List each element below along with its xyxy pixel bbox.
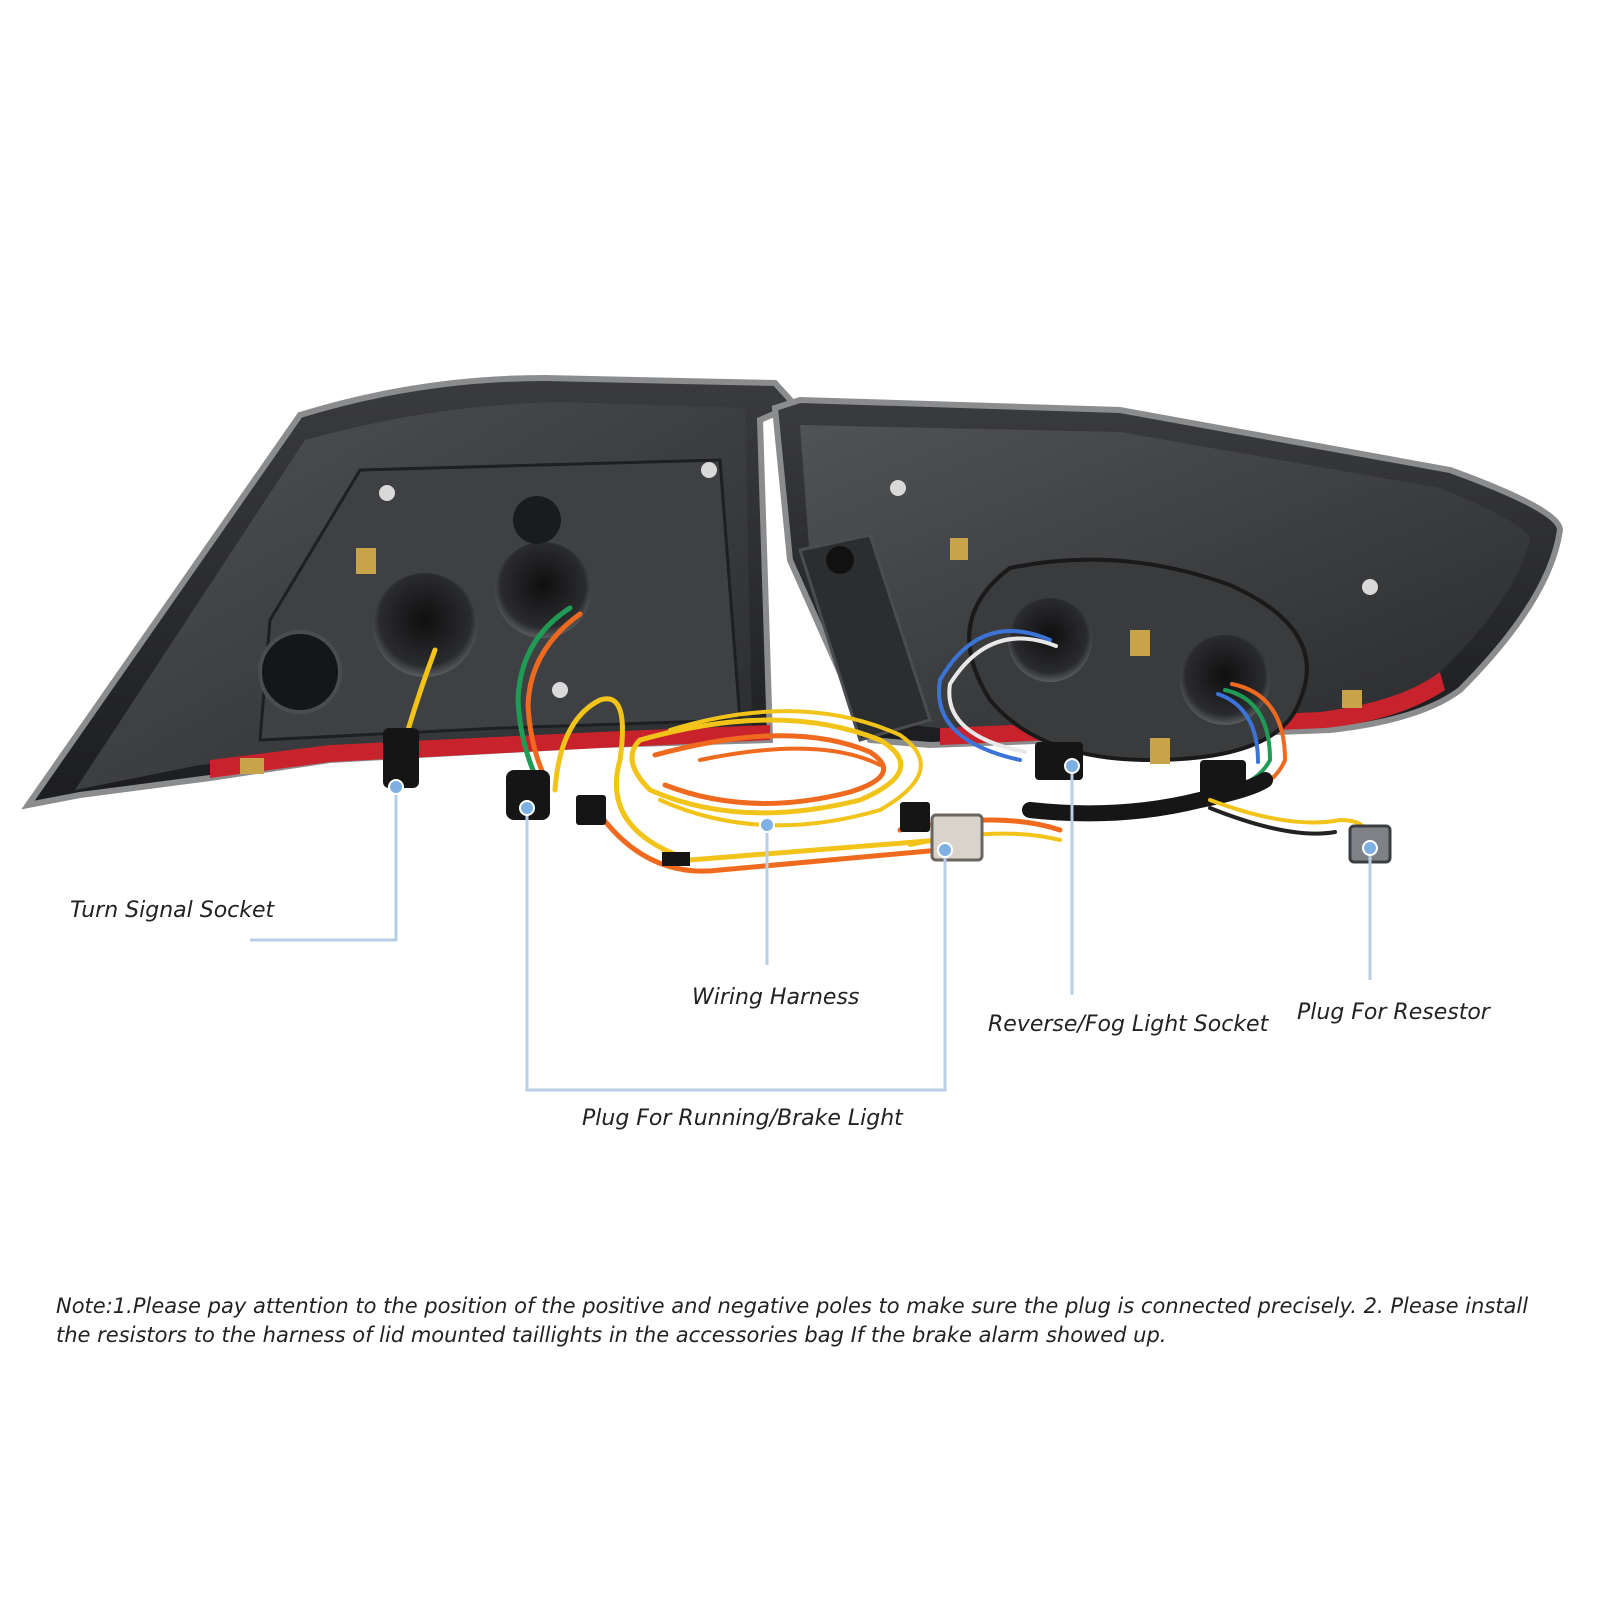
harness-coil-3 — [658, 709, 923, 828]
brake-plug[interactable] — [506, 770, 550, 820]
dot-brake-plug — [519, 800, 535, 816]
left-stud-2 — [240, 758, 264, 774]
left-vent — [513, 496, 561, 544]
label-turn-signal-socket: Turn Signal Socket — [70, 898, 275, 923]
left-stud-1 — [356, 548, 376, 574]
main-harness-sheath — [1022, 772, 1273, 822]
dot-reverse-fog — [1064, 758, 1080, 774]
label-wiring-harness: Wiring Harness — [692, 985, 860, 1010]
wires — [405, 605, 1370, 874]
harness-plug-2[interactable] — [900, 802, 930, 832]
right-stud-3 — [950, 538, 968, 560]
dot-wiring-harness — [759, 817, 775, 833]
right-bolt-1 — [890, 480, 906, 496]
harness-coil-1 — [629, 717, 904, 816]
left-bolt-2 — [701, 462, 717, 478]
label-reverse-fog-light-socket: Reverse/Fog Light Socket — [988, 1012, 1269, 1037]
dot-resestor — [1362, 840, 1378, 856]
right-taillight — [771, 396, 1564, 764]
harness-to-fog-2 — [908, 831, 1062, 847]
resistor-wire-black — [1208, 806, 1337, 836]
leader-turn-signal — [250, 792, 398, 942]
right-bracket — [798, 533, 932, 742]
turn-signal-wire — [405, 647, 438, 733]
reverse-wire-white — [947, 636, 1058, 754]
harness-splice-1 — [662, 852, 690, 866]
right-stud-2 — [1150, 738, 1170, 764]
left-red-trim — [210, 725, 770, 778]
label-plug-for-resestor: Plug For Resestor — [1297, 1000, 1490, 1025]
harness-plug-1[interactable] — [576, 795, 606, 825]
brake-wire-orange — [525, 611, 583, 781]
harness-coil-4 — [698, 746, 882, 767]
leader-dots — [388, 758, 1378, 858]
right-stud-1 — [1130, 630, 1150, 656]
left-bolt-3 — [552, 682, 568, 698]
harness-wire-yellow-1 — [552, 696, 943, 863]
label-plug-for-running-brake-light: Plug For Running/Brake Light — [582, 1106, 903, 1131]
harness-coil-2 — [652, 733, 887, 806]
leader-lines — [250, 770, 1372, 1092]
brake-wire-green — [515, 605, 573, 778]
left-bolt-1 — [379, 485, 395, 501]
left-turn-socket — [373, 573, 477, 677]
installation-note: Note:1.Please pay attention to the posit… — [56, 1294, 1529, 1347]
fog-wire-blue — [1216, 692, 1260, 764]
left-brake-socket — [495, 542, 591, 638]
dot-turn-signal — [388, 779, 404, 795]
leader-running-brake — [525, 812, 947, 1092]
left-cap — [258, 630, 342, 714]
right-bolt-2 — [1362, 579, 1378, 595]
right-stud-4 — [1342, 690, 1362, 708]
fog-plug[interactable] — [1200, 760, 1246, 796]
turn-signal-plug[interactable] — [383, 728, 419, 788]
right-bracket-hole — [826, 546, 854, 574]
dot-running-brake-plug — [937, 842, 953, 858]
reverse-wire-blue — [937, 629, 1052, 762]
